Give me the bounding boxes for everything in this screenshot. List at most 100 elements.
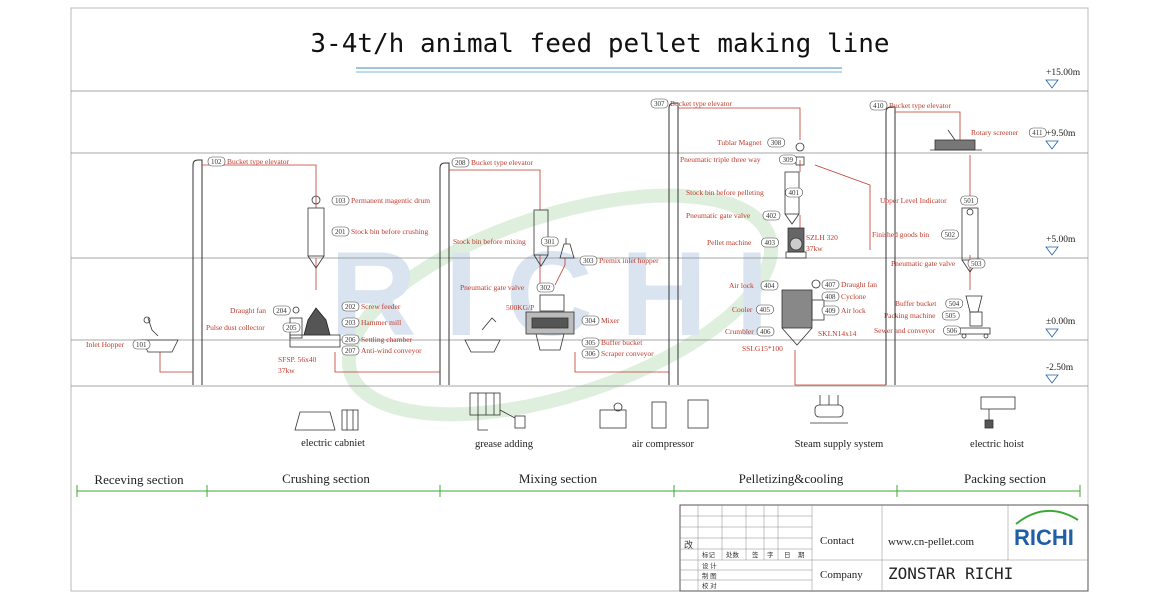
equipment-tag	[132, 339, 151, 350]
elevator-410-icon	[885, 106, 896, 385]
equipment-number: 205	[286, 324, 297, 332]
equipment-name: Pneumatic gate valve	[460, 283, 525, 292]
equipment-number: 403	[765, 239, 776, 247]
equipment-number: 306	[585, 350, 596, 358]
equipment-name: Screw feeder	[361, 302, 401, 311]
equipment-name: Bucket type elevator	[227, 157, 290, 166]
equipment-number: 503	[971, 260, 982, 268]
utilities-icons	[294, 392, 1016, 431]
utility-label: electric cabniet	[301, 438, 365, 449]
equipment-tag	[650, 98, 669, 109]
equipment-tag	[536, 282, 555, 293]
equipment-name: Pneumatic triple three way	[680, 155, 761, 164]
equipment-number: 505	[945, 312, 956, 320]
electric-cabinet-icon	[294, 409, 359, 431]
utility-label: air compressor	[632, 439, 695, 450]
equipment-name: Upper Level Indicator	[880, 196, 947, 205]
equipment-label-304: 304 Mixer	[581, 315, 620, 326]
equipment-tag	[945, 298, 964, 309]
header-cell: 标记	[702, 550, 716, 559]
equipment-number: 506	[947, 327, 958, 335]
equipment-number: 502	[945, 231, 956, 239]
equipment-tag	[451, 157, 470, 168]
equipment-name: Draught fan	[230, 306, 266, 315]
elevators	[192, 102, 896, 385]
section-label: Receving section	[94, 472, 184, 487]
equipment-label-309: 309 Pneumatic triple three way	[680, 154, 797, 165]
elevation-triangle-icon	[1045, 246, 1059, 256]
equipment-label-308: 308 Tublar Magnet	[717, 137, 786, 148]
equipment-name: Bucket type elevator	[471, 158, 534, 167]
section-label: Packing section	[964, 471, 1046, 486]
equipment-number: 303	[583, 257, 594, 265]
header-cell: 签	[752, 550, 759, 559]
equipment-name: Tublar Magnet	[717, 138, 762, 147]
equipment-number: 409	[825, 307, 836, 315]
section-label: Crushing section	[282, 471, 370, 486]
electric-hoist-icon	[980, 396, 1016, 429]
equipment-number: 309	[783, 156, 794, 164]
elevation-lines	[71, 90, 1088, 387]
equipment-label-505: 505 Packing machine	[884, 310, 960, 321]
elevator-307-icon	[668, 102, 679, 385]
model-label: SZLH 320	[806, 233, 838, 242]
equipment-number: 207	[345, 347, 356, 355]
equipment-name: Mixer	[601, 316, 620, 325]
equipment-name: Hammer mill	[361, 318, 401, 327]
equipment-name: Stock bin before mixing	[453, 237, 526, 246]
equipment-tag	[967, 258, 986, 269]
equipment-number: 208	[455, 159, 466, 167]
equipment-tag	[341, 334, 360, 345]
equipment-number: 404	[764, 282, 775, 290]
equipment-tag	[272, 305, 291, 316]
equipment-name: Permanent magentic drum	[351, 196, 430, 205]
packing-machine-icon	[959, 295, 991, 339]
steam-supply-icon	[810, 395, 848, 424]
equipment-name: Packing machine	[884, 311, 936, 320]
equipment-number: 305	[585, 339, 596, 347]
row-label: 制 图	[702, 571, 717, 580]
model-label: SKLN14x14	[818, 329, 857, 338]
equipment-number: 408	[825, 293, 836, 301]
utility-label: electric hoist	[970, 439, 1024, 450]
equipment-number: 204	[276, 307, 287, 315]
equipment-label-305: 305 Buffer bucket	[581, 337, 643, 348]
equipment-number: 411	[1032, 129, 1043, 137]
elevation-triangle-icon	[1045, 328, 1059, 338]
equipment-number: 308	[771, 139, 782, 147]
page-title: 3-4t/h animal feed pellet making line	[310, 29, 889, 59]
equipment-number: 103	[335, 197, 346, 205]
equipment-number: 307	[654, 100, 665, 108]
material-flow-lines	[159, 107, 971, 386]
equipment-tag	[869, 100, 888, 111]
header-cell: 字	[767, 550, 774, 559]
equipment-name: Bucket type elevator	[889, 101, 952, 110]
equipment-number: 304	[585, 317, 596, 325]
elevator-102-icon	[192, 159, 203, 385]
equipment-tag	[821, 291, 840, 302]
elevation-triangle-icon	[1045, 140, 1059, 150]
equipment-tag	[756, 304, 774, 315]
equipment-name: Buffer bucket	[601, 338, 643, 347]
elevation-triangle-icon	[1045, 79, 1059, 89]
equipment-tag	[581, 337, 600, 348]
equipment-tag	[341, 301, 360, 312]
equipment-tag	[207, 156, 226, 167]
equipment-tag	[540, 236, 559, 247]
logo-text: RICHI	[1014, 525, 1074, 550]
utility-label: grease adding	[475, 439, 534, 450]
elevation-label: ±0.00m	[1046, 317, 1076, 327]
equipment-tag	[821, 305, 840, 316]
equipment-name: Premix inlet hopper	[599, 256, 659, 265]
equipment-tag	[821, 279, 840, 290]
